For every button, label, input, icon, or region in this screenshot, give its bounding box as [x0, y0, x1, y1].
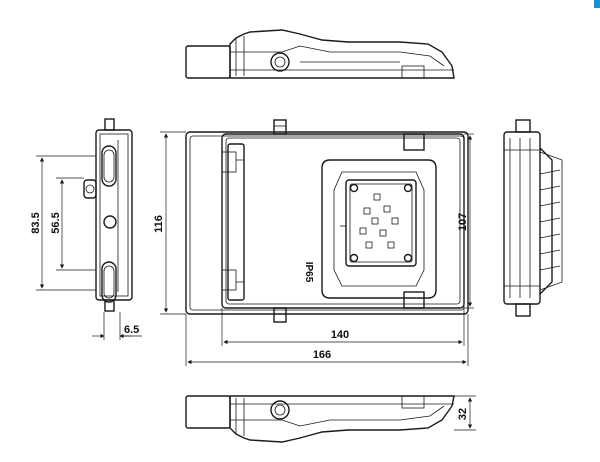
- dim-overall-width: 166: [313, 349, 331, 361]
- ip-rating-label: IP65: [303, 262, 314, 283]
- left-side-view: [36, 118, 142, 340]
- dim-side-offset: 6.5: [124, 324, 139, 336]
- front-view: [160, 119, 474, 366]
- bottom-view: [185, 395, 476, 443]
- top-view: [185, 29, 455, 79]
- dim-inner-height: 107: [457, 213, 469, 231]
- dim-depth: 32: [457, 408, 469, 420]
- dim-overall-height: 116: [153, 215, 165, 233]
- dim-inner-width: 140: [331, 329, 349, 341]
- dim-side-span-outer: 83.5: [30, 212, 42, 233]
- dim-side-span-inner: 56.5: [50, 212, 62, 233]
- right-side-view: [503, 119, 563, 317]
- accent-corner-mark: [594, 0, 600, 8]
